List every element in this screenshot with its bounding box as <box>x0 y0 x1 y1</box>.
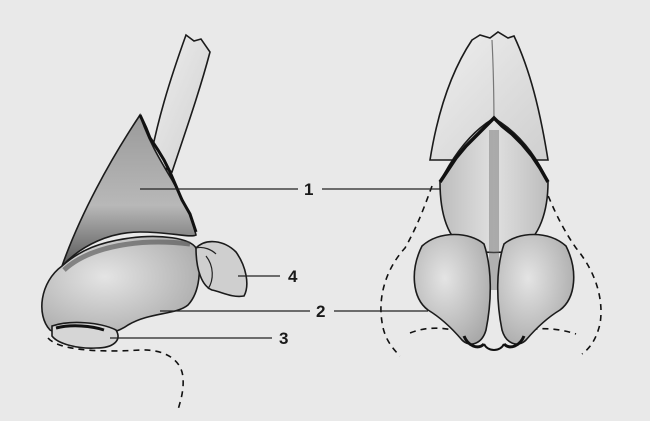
frontal-columella <box>484 344 504 350</box>
lateral-skin-outline <box>48 338 183 410</box>
callout-number-2: 2 <box>316 302 325 321</box>
callout-number-1: 1 <box>304 180 313 199</box>
callout-number-3: 3 <box>279 329 288 348</box>
frontal-alar-cartilage-left <box>414 235 490 345</box>
lateral-alar-cartilage <box>42 236 199 337</box>
callout-3: 3 <box>110 329 288 348</box>
callout-number-4: 4 <box>288 267 298 286</box>
frontal-alar-cartilage-right <box>498 235 574 345</box>
frontal-view <box>381 32 601 356</box>
lateral-view <box>42 35 247 410</box>
callout-2: 2 <box>160 302 428 321</box>
frontal-base-outline <box>410 328 576 334</box>
lateral-accessory-cartilage <box>196 242 247 297</box>
callout-1: 1 <box>140 180 440 199</box>
